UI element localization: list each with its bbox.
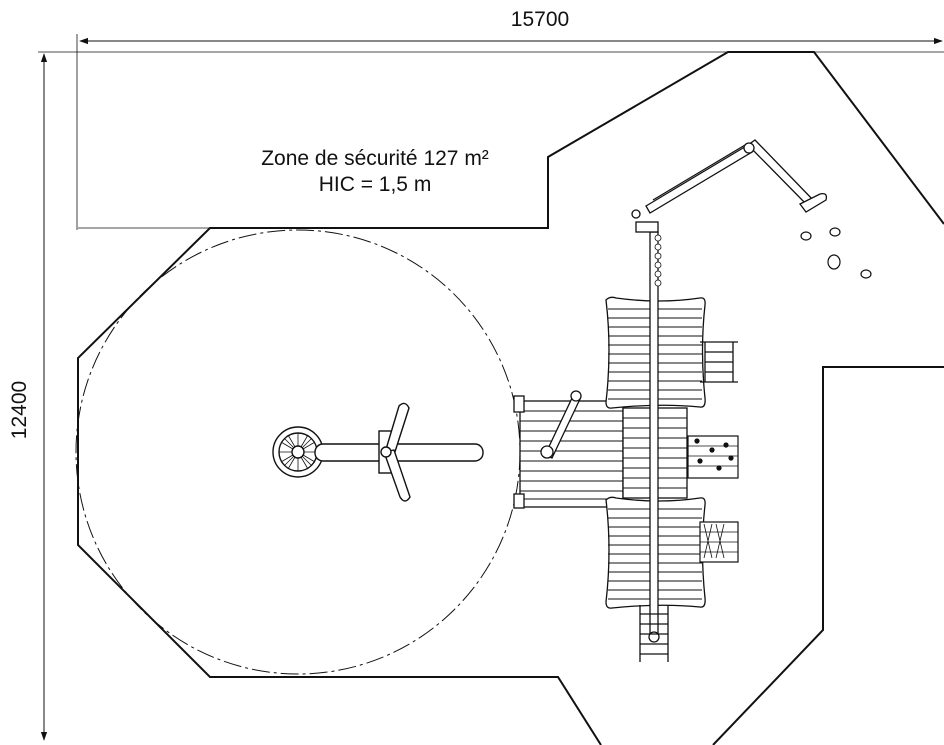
center-beam [631,209,662,643]
width-dimension-label: 15700 [510,8,570,31]
dimension-lines [38,34,944,741]
safety-zone-outline [77,51,944,745]
climbing-wall [687,435,739,479]
safety-zone-hic: HIC = 1,5 m [318,173,432,196]
central-platform [513,390,688,509]
side-ladder [700,341,738,383]
rotating-swing [272,402,484,502]
stepping-stones [800,227,872,279]
bottom-ladder [639,605,669,662]
monkey-bars [645,139,828,214]
net-climber [699,521,739,563]
safety-zone-title: Zone de sécurité 127 m² [261,147,489,170]
